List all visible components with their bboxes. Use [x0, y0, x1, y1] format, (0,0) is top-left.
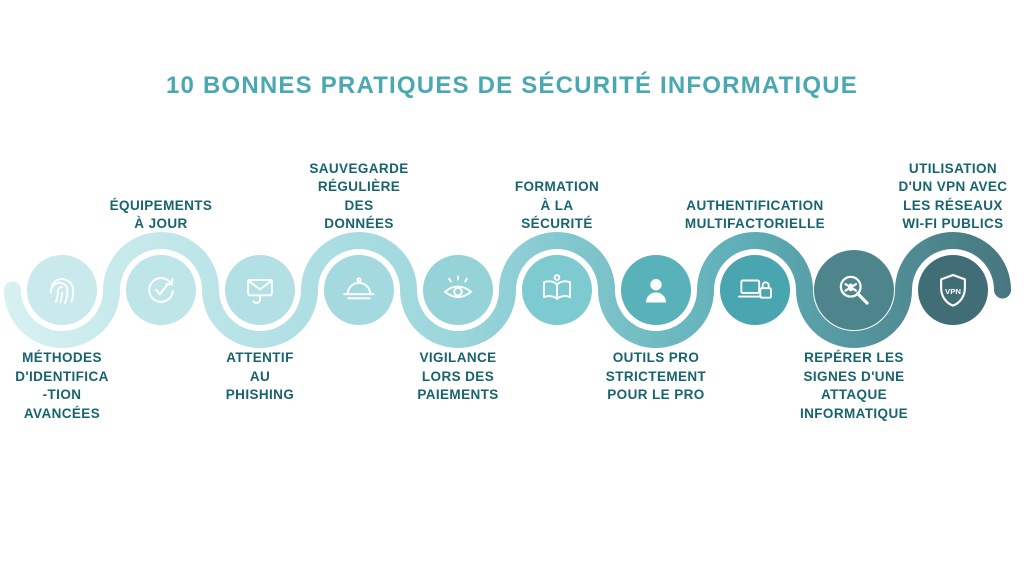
practice-circle — [324, 255, 394, 325]
practice-circle — [27, 255, 97, 325]
practice-circle — [621, 255, 691, 325]
practice-label: OUTILS PRO STRICTEMENT POUR LE PRO — [605, 350, 707, 403]
mfa-laptop-lock-icon — [738, 279, 772, 299]
fingerprint-icon — [49, 278, 75, 305]
attack-detection-magnifier-icon — [839, 275, 869, 305]
practice-label: REPÉRER LES SIGNES D'UNE ATTAQUE INFORMA… — [799, 350, 909, 421]
update-check-icon — [148, 277, 174, 303]
practice-label: ATTENTIF AU PHISHING — [225, 350, 295, 403]
practice-circle — [814, 250, 894, 330]
practice-circle — [423, 255, 493, 325]
practice-label: MÉTHODES D'IDENTIFICA -TION AVANCÉES — [15, 350, 109, 421]
phishing-mail-icon — [247, 278, 273, 304]
practice-label: VIGILANCE LORS DES PAIEMENTS — [417, 350, 499, 403]
practice-circle — [522, 255, 592, 325]
practice-label: AUTHENTIFICATION MULTIFACTORIELLE — [684, 197, 826, 232]
data-backup-icon — [343, 277, 375, 300]
practice-circle — [225, 255, 295, 325]
practice-label: ÉQUIPEMENTS À JOUR — [109, 197, 213, 232]
practice-label: UTILISATION D'UN VPN AVEC LES RÉSEAUX WI… — [898, 160, 1008, 232]
practice-circle — [720, 255, 790, 325]
practice-circle: VPN — [918, 255, 988, 325]
pro-user-icon — [645, 278, 667, 303]
infographic-title: 10 BONNES PRATIQUES DE SÉCURITÉ INFORMAT… — [166, 72, 858, 99]
practice-label: FORMATION À LA SÉCURITÉ — [514, 179, 600, 232]
vpn-label: VPN — [945, 287, 961, 296]
practice-label: SAUVEGARDE RÉGULIÈRE DES DONNÉES — [309, 160, 409, 232]
practice-circle — [126, 255, 196, 325]
wave-path — [4, 232, 1011, 348]
payment-vigilance-eye-icon — [443, 275, 473, 299]
vpn-shield-icon: VPN — [940, 273, 966, 307]
security-training-book-icon — [542, 274, 572, 300]
